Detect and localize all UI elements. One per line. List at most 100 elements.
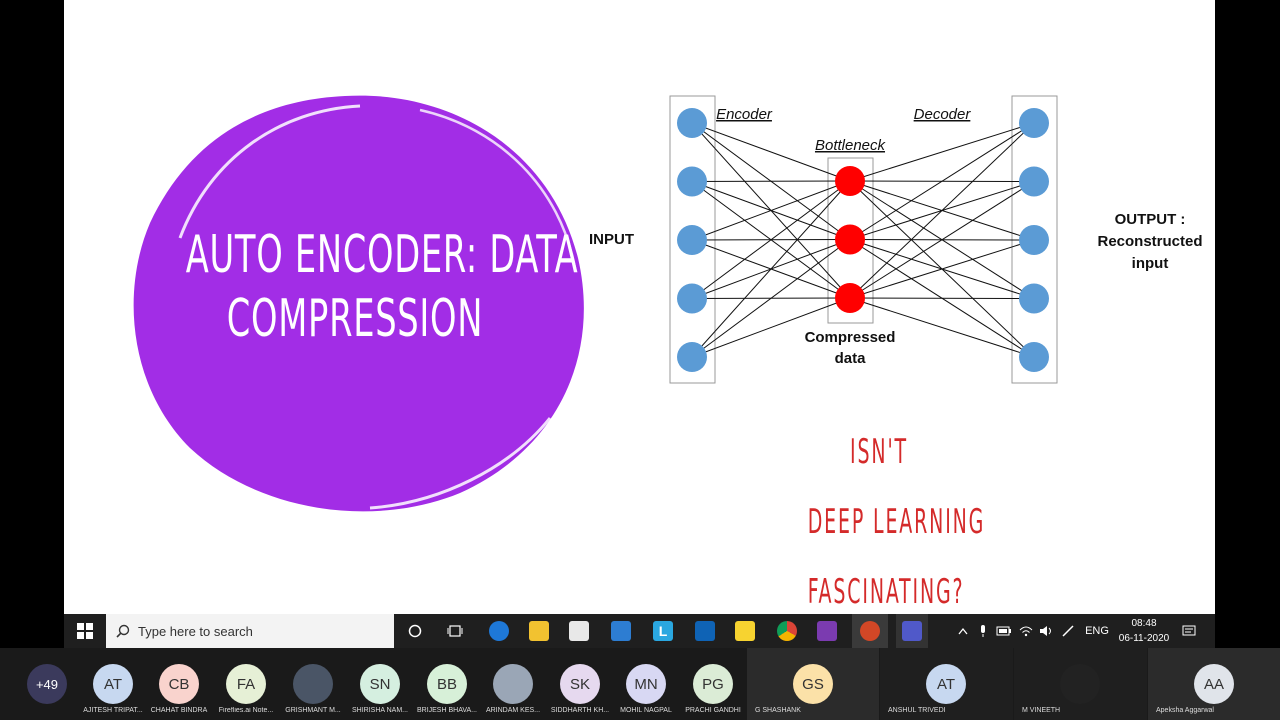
participant-name: ANSHUL TRIVEDI bbox=[888, 707, 946, 714]
store-icon[interactable] bbox=[566, 614, 592, 648]
participant-tile[interactable]: M VINEETH bbox=[1014, 648, 1147, 720]
language-indicator[interactable]: ENG bbox=[1085, 625, 1109, 637]
teams-icon[interactable] bbox=[896, 614, 928, 648]
volume-icon[interactable] bbox=[1036, 614, 1056, 648]
decoder-connection bbox=[849, 297, 1035, 358]
decoder-connection bbox=[849, 122, 1035, 299]
bottleneck-node bbox=[835, 224, 865, 255]
participant-avatar: FA bbox=[226, 664, 266, 704]
fascinating-text: ISN'T DEEP LEARNING FASCINATING? bbox=[764, 432, 994, 614]
task-view-icon[interactable] bbox=[442, 614, 468, 648]
participant-item[interactable]: ARINDAM KES... bbox=[480, 648, 546, 720]
l-app-icon[interactable]: L bbox=[650, 614, 676, 648]
decoder-connection bbox=[849, 181, 1035, 299]
encoder-connection bbox=[691, 297, 851, 358]
input-node bbox=[677, 283, 707, 314]
decoder-connection bbox=[849, 122, 1035, 240]
encoder-connection bbox=[691, 122, 851, 182]
output-label-line1: OUTPUT : bbox=[1114, 211, 1186, 228]
compressed-label-line2: data bbox=[835, 350, 867, 367]
taskbar-clock[interactable]: 08:48 06-11-2020 bbox=[1114, 616, 1174, 646]
edge-browser-icon[interactable] bbox=[486, 614, 512, 648]
microphone-icon[interactable] bbox=[974, 614, 992, 648]
participant-overflow[interactable]: +49 bbox=[14, 648, 80, 720]
mail-icon[interactable] bbox=[608, 614, 634, 648]
participant-name: PRACHI GANDHI bbox=[685, 707, 741, 714]
encoder-connection bbox=[691, 180, 851, 241]
participant-item[interactable]: PG PRACHI GANDHI bbox=[680, 648, 746, 720]
output-node bbox=[1019, 225, 1049, 255]
input-node bbox=[677, 166, 707, 197]
participant-avatar: SK bbox=[560, 664, 600, 704]
overflow-count: +49 bbox=[27, 664, 67, 704]
participant-name: Apeksha Aggarwal bbox=[1156, 707, 1214, 714]
slide-title: AUTO ENCODER: DATA COMPRESSION bbox=[185, 223, 579, 351]
input-node bbox=[677, 108, 707, 138]
participant-photo bbox=[1060, 664, 1100, 704]
encoder-connection bbox=[691, 180, 851, 358]
slide-title-line1: AUTO ENCODER: DATA bbox=[185, 225, 579, 285]
participant-avatar: PG bbox=[693, 664, 733, 704]
battery-icon[interactable] bbox=[994, 614, 1014, 648]
output-node bbox=[1019, 108, 1049, 138]
participant-tile[interactable]: AA Apeksha Aggarwal bbox=[1148, 648, 1280, 720]
output-label-line2: Reconstructed bbox=[1097, 233, 1203, 250]
fascinating-line1: ISN'T bbox=[850, 432, 908, 472]
wifi-icon[interactable] bbox=[1016, 614, 1036, 648]
participant-avatar: SN bbox=[360, 664, 400, 704]
participant-avatar: MN bbox=[626, 664, 666, 704]
search-icon bbox=[116, 624, 130, 638]
title-blob: AUTO ENCODER: DATA COMPRESSION bbox=[120, 88, 590, 518]
compressed-label-line1: Compressed bbox=[805, 329, 896, 346]
output-node bbox=[1019, 283, 1049, 314]
windows-taskbar: Type here to search L ENG 08:48 06-11-20… bbox=[64, 614, 1215, 648]
chrome-icon[interactable] bbox=[774, 614, 800, 648]
input-node bbox=[677, 342, 707, 372]
input-node bbox=[677, 225, 707, 255]
output-node bbox=[1019, 166, 1049, 197]
output-label-line3: input bbox=[1131, 255, 1169, 272]
taskbar-search-input[interactable]: Type here to search bbox=[106, 614, 394, 648]
powerpoint-icon[interactable] bbox=[852, 614, 888, 648]
sticky-notes-icon[interactable] bbox=[732, 614, 758, 648]
outlook-icon[interactable] bbox=[692, 614, 718, 648]
fascinating-line3: FASCINATING? bbox=[807, 572, 965, 612]
slide-title-line2: COMPRESSION bbox=[226, 289, 484, 349]
clock-time: 08:48 bbox=[1131, 618, 1157, 629]
pen-icon[interactable] bbox=[1058, 614, 1078, 648]
bottleneck-node bbox=[835, 283, 865, 313]
participant-avatar: AA bbox=[1194, 664, 1234, 704]
chevron-up-icon[interactable] bbox=[954, 614, 972, 648]
decoder-connection bbox=[849, 122, 1035, 182]
participant-item[interactable]: GRISHMANT M... bbox=[280, 648, 346, 720]
clock-date: 06-11-2020 bbox=[1118, 633, 1170, 644]
purple-blob-shape bbox=[133, 95, 584, 512]
encoder-connection bbox=[691, 180, 851, 182]
cortana-icon[interactable] bbox=[402, 614, 428, 648]
decoder-connection bbox=[849, 297, 1035, 299]
windows-start-icon[interactable] bbox=[70, 614, 100, 648]
participant-avatar: AT bbox=[93, 664, 133, 704]
participant-name: G SHASHANK bbox=[755, 707, 801, 714]
bottleneck-node bbox=[835, 166, 865, 196]
participant-name: M VINEETH bbox=[1022, 707, 1061, 714]
participant-photo bbox=[293, 664, 333, 704]
notification-icon[interactable] bbox=[1178, 614, 1200, 648]
participant-tile[interactable]: AT ANSHUL TRIVEDI bbox=[880, 648, 1013, 720]
file-explorer-icon[interactable] bbox=[526, 614, 552, 648]
bottleneck-box bbox=[827, 157, 874, 324]
participant-photo bbox=[493, 664, 533, 704]
participant-avatar: AT bbox=[926, 664, 966, 704]
onenote-icon[interactable] bbox=[814, 614, 840, 648]
